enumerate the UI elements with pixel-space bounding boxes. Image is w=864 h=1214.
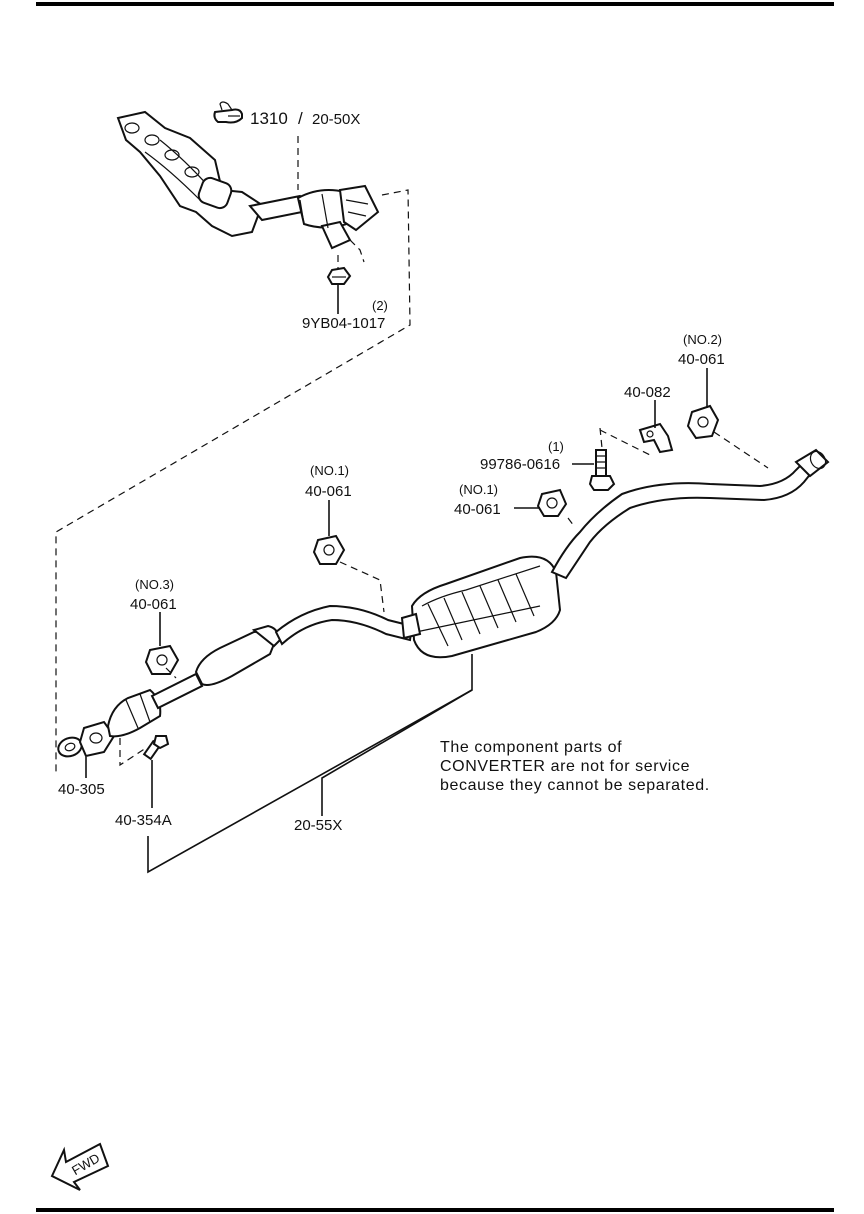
manifold-ref-number: 1310 <box>250 109 288 128</box>
bracket <box>638 422 674 454</box>
hanger-no1b <box>536 488 568 517</box>
hanger-no3-label: (NO.3) <box>135 577 174 592</box>
manifold-ref-part: 20-50X <box>312 111 360 128</box>
hand-pointer-icon <box>213 101 243 124</box>
nut-part: 9YB04-1017 <box>302 315 385 332</box>
hanger-no1b-label: (NO.1) <box>459 482 498 497</box>
stud-part: 40-354A <box>115 812 172 829</box>
front-pipe <box>57 604 414 758</box>
gasket-part: 40-305 <box>58 781 105 798</box>
tail-pipe <box>550 448 830 580</box>
note-line-2: CONVERTER are not for service <box>440 758 690 775</box>
phantom-lines <box>55 136 769 772</box>
exhaust-manifold <box>116 110 380 250</box>
hanger-no1b-part: 40-061 <box>454 501 501 518</box>
hanger-no1a <box>312 534 346 565</box>
note-line-3: because they cannot be separated. <box>440 777 710 794</box>
bolt-part: 99786-0616 <box>480 456 560 473</box>
hanger-no2 <box>686 404 720 440</box>
stud <box>142 735 170 761</box>
leader-lines <box>85 285 708 874</box>
nut-qty: (2) <box>372 298 388 313</box>
hanger-no1a-part: 40-061 <box>305 483 352 500</box>
hanger-no3 <box>144 644 180 675</box>
hanger-no2-label: (NO.2) <box>683 332 722 347</box>
bolt <box>588 449 616 491</box>
hanger-no1a-label: (NO.1) <box>310 463 349 478</box>
exhaust-assembly-part: 20-55X <box>294 817 342 834</box>
nut <box>326 266 352 285</box>
svg-text:/: / <box>298 109 303 128</box>
fwd-arrow-icon: FWD <box>50 1142 110 1191</box>
note-line-1: The component parts of <box>440 739 622 756</box>
bracket-part: 40-082 <box>624 384 671 401</box>
main-muffler <box>400 555 562 659</box>
hanger-no3-part: 40-061 <box>130 596 177 613</box>
hanger-no2-part: 40-061 <box>678 351 725 368</box>
bolt-qty: (1) <box>548 439 564 454</box>
